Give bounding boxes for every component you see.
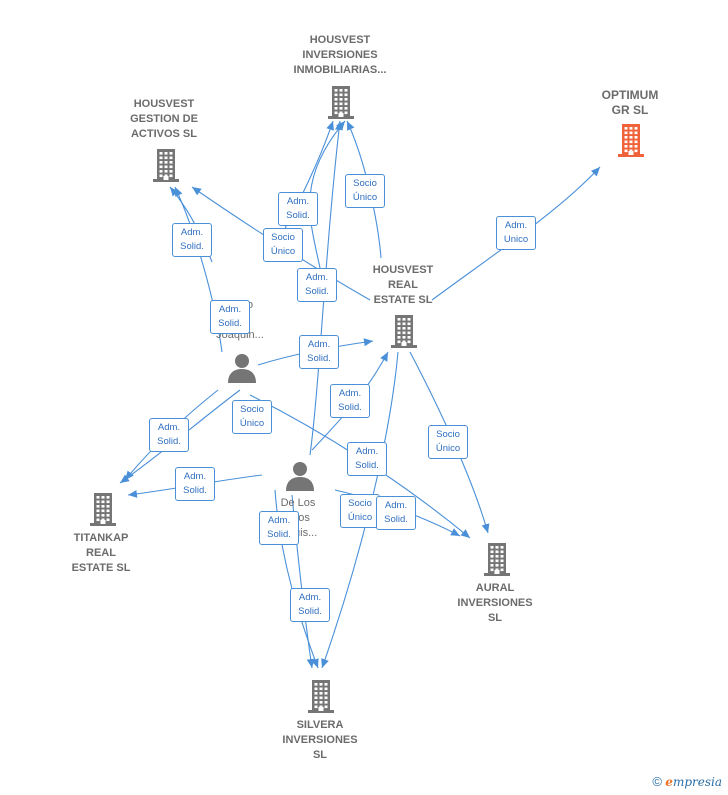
edge-label[interactable]: Socio Único (263, 228, 303, 262)
edge-label[interactable]: Socio Único (345, 174, 385, 208)
building-icon[interactable] (387, 313, 421, 349)
edge-label[interactable]: Adm. Solid. (259, 511, 299, 545)
edge-label[interactable]: Adm. Solid. (297, 268, 337, 302)
company-label-aural[interactable]: AURAL INVERSIONES SL (457, 582, 533, 624)
edge-label[interactable]: Adm. Solid. (149, 418, 189, 452)
person-icon[interactable] (284, 460, 316, 492)
edge-label[interactable]: Adm. Unico (496, 216, 536, 250)
company-label-housvest-real-estate[interactable]: HOUSVEST REAL ESTATE SL (372, 264, 434, 306)
person-icon[interactable] (226, 352, 258, 384)
edge-label[interactable]: Adm. Solid. (330, 384, 370, 418)
company-label-housvest-inmobiliarias[interactable]: HOUSVEST INVERSIONES INMOBILIARIAS... (293, 34, 387, 76)
building-icon[interactable] (304, 678, 338, 714)
edge-line (309, 120, 343, 456)
edge-label[interactable]: Adm. Solid. (278, 192, 318, 226)
edge-label[interactable]: Adm. Solid. (172, 223, 212, 257)
edge-label[interactable]: Adm. Solid. (175, 467, 215, 501)
company-label-optimum[interactable]: OPTIMUM GR SL (601, 88, 659, 117)
footer-brand: © empresia (652, 774, 722, 789)
company-label-titankap[interactable]: TITANKAP REAL ESTATE SL (71, 532, 131, 574)
edge-label[interactable]: Adm. Solid. (376, 496, 416, 530)
building-icon[interactable] (324, 84, 358, 120)
edge-label[interactable]: Adm. Solid. (347, 442, 387, 476)
company-label-silvera[interactable]: SILVERA INVERSIONES SL (282, 719, 358, 761)
building-icon[interactable] (149, 147, 183, 183)
edge-label[interactable]: Adm. Solid. (210, 300, 250, 334)
edge-label[interactable]: Socio Único (232, 400, 272, 434)
copyright-symbol: © (652, 774, 662, 789)
building-icon[interactable] (614, 122, 648, 158)
edge-label[interactable]: Adm. Solid. (299, 335, 339, 369)
company-label-housvest-gestion[interactable]: HOUSVEST GESTION DE ACTIVOS SL (130, 98, 198, 140)
building-icon[interactable] (86, 491, 120, 527)
building-icon[interactable] (480, 541, 514, 577)
edge-label[interactable]: Socio Único (340, 494, 380, 528)
edge-label[interactable]: Adm. Solid. (290, 588, 330, 622)
edge-label[interactable]: Socio Único (428, 425, 468, 459)
brand-logo: empresia (665, 775, 722, 789)
